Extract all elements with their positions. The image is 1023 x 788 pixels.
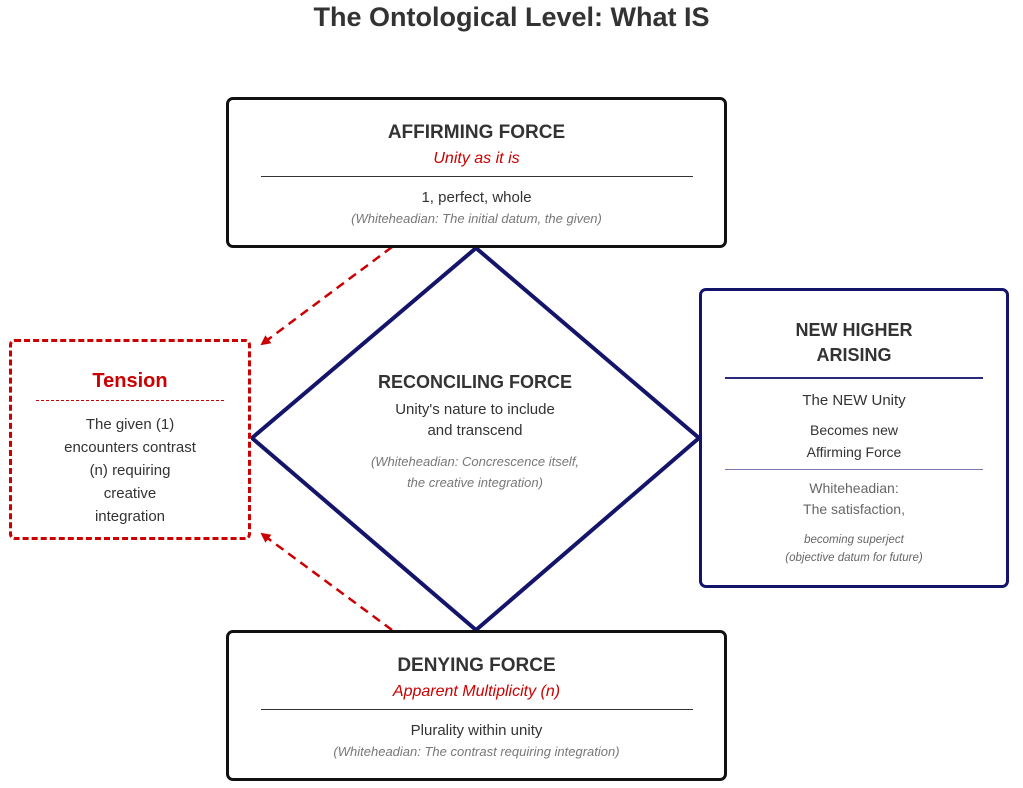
- new-higher-heading-line: NEW HIGHER: [795, 320, 913, 340]
- new-higher-note-line: becoming superject: [804, 534, 904, 546]
- affirming-body: 1, perfect, whole: [421, 189, 532, 206]
- reconciling-body-line: Unity's nature to include: [395, 401, 555, 418]
- new-higher-whitehead-line: Whiteheadian:: [809, 480, 899, 496]
- new-higher-heading-line: ARISING: [816, 345, 892, 365]
- affirming-note: (Whiteheadian: The initial datum, the gi…: [351, 211, 602, 226]
- new-higher-divider-bottom: [725, 469, 983, 470]
- reconciling-note-line: the creative integration): [407, 475, 543, 490]
- affirming-force-box: AFFIRMING FORCE Unity as it is 1, perfec…: [226, 97, 727, 248]
- tension-divider: [36, 400, 224, 401]
- new-higher-body: The NEW Unity: [802, 392, 906, 409]
- denying-subtitle: Apparent Multiplicity (n): [392, 683, 561, 700]
- tension-body-line: encounters contrast: [64, 439, 196, 456]
- denying-force-box: DENYING FORCE Apparent Multiplicity (n) …: [226, 630, 727, 781]
- reconciling-force-label: RECONCILING FORCE Unity's nature to incl…: [320, 372, 630, 493]
- new-higher-becomes-line: Becomes new: [810, 422, 898, 438]
- new-higher-arising-box: NEW HIGHER ARISING The NEW Unity Becomes…: [699, 288, 1009, 588]
- tension-body-line: The given (1): [85, 416, 175, 433]
- affirming-subtitle: Unity as it is: [433, 150, 520, 167]
- reconciling-note-line: (Whiteheadian: Concrescence itself,: [370, 454, 580, 469]
- tension-body-line: creative: [103, 485, 157, 502]
- arrow-denying-to-tension: [260, 532, 393, 632]
- denying-divider: [260, 709, 693, 710]
- new-higher-whitehead-line: The satisfaction,: [803, 501, 905, 517]
- reconciling-heading: RECONCILING FORCE: [377, 372, 572, 392]
- new-higher-note-line: (objective datum for future): [785, 552, 923, 564]
- diagram-title: The Ontological Level: What IS: [313, 2, 710, 32]
- denying-note: (Whiteheadian: The contrast requiring in…: [333, 744, 620, 759]
- tension-box: Tension The given (1) encounters contras…: [9, 339, 251, 540]
- new-higher-becomes-line: Affirming Force: [806, 444, 902, 460]
- tension-heading: Tension: [92, 370, 168, 392]
- tension-body-line: (n) requiring: [89, 462, 171, 479]
- affirming-divider: [260, 176, 693, 177]
- affirming-heading: AFFIRMING FORCE: [387, 122, 566, 143]
- denying-heading: DENYING FORCE: [397, 655, 556, 676]
- reconciling-body-line: and transcend: [427, 422, 523, 439]
- tension-body-line: integration: [94, 508, 166, 525]
- arrow-affirming-to-tension: [260, 245, 393, 346]
- new-higher-divider-top: [725, 377, 983, 379]
- denying-body: Plurality within unity: [410, 722, 543, 739]
